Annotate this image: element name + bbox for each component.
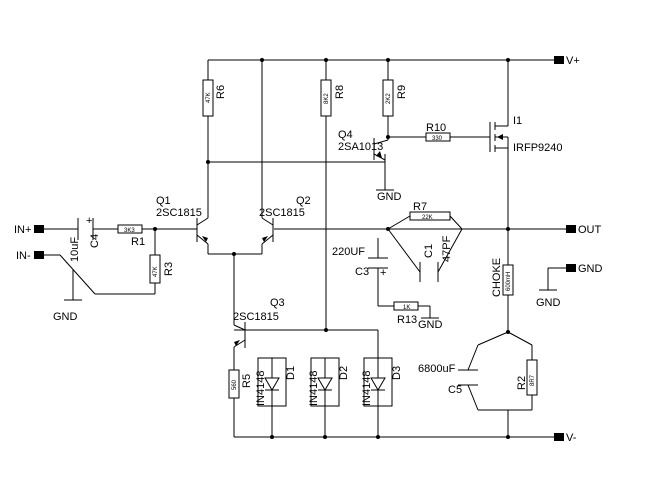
in-plus-terminal: IN+ [14, 224, 44, 236]
r2-ref: R2 [516, 376, 528, 390]
gnd-label-input: GND [53, 311, 78, 323]
mosfet-i1: I1 IRFP9240 [489, 113, 563, 154]
resistor-r10: 330 R10 [425, 122, 451, 142]
q2-ref: Q2 [296, 195, 311, 207]
r7-ref: R7 [413, 201, 427, 213]
resistor-r8: 8K2 R8 [320, 79, 346, 117]
svg-text:+: + [86, 215, 92, 227]
q1-ref: Q1 [156, 195, 171, 207]
r6-ref: R6 [215, 85, 227, 99]
in-minus-terminal: IN- [16, 250, 44, 262]
r9-ref: R9 [396, 85, 408, 99]
choke-gnd-terminal: GND [566, 263, 603, 275]
svg-text:330: 330 [432, 136, 443, 142]
gnd-symbol-input: GND [53, 299, 82, 323]
vplus-terminal: V+ [554, 55, 580, 67]
capacitor-c1: C1 47PF [419, 235, 453, 282]
d3-ref: D3 [391, 366, 403, 380]
svg-text:22K: 22K [422, 215, 433, 221]
svg-text:2K2: 2K2 [386, 93, 392, 104]
capacitor-c5: 6800uF C5 [418, 363, 478, 396]
vminus-label: V- [566, 432, 577, 444]
resistor-r1: 3K3 R1 [117, 224, 145, 248]
capacitor-c3: + 220UF C3 [332, 246, 388, 279]
in-plus-label: IN+ [14, 224, 31, 236]
in-minus-label: IN- [16, 250, 31, 262]
capacitor-c4: + 10uF C4 [69, 215, 101, 262]
r1-ref: R1 [131, 236, 145, 248]
vplus-label: V+ [566, 55, 580, 67]
r13-ref: R13 [397, 314, 417, 326]
choke-label: CHOKE [491, 258, 503, 297]
svg-text:600mH: 600mH [506, 272, 512, 291]
resistor-r3: 47K R3 [149, 254, 175, 284]
i1-ref: I1 [513, 115, 522, 127]
gnd-symbol-choke: GND [536, 289, 561, 309]
junction-dots [153, 58, 510, 439]
q4-ref: Q4 [338, 129, 353, 141]
gnd-symbol-q4: GND [376, 189, 402, 203]
resistor-r9: 2K2 R9 [382, 79, 408, 117]
out-label: OUT [578, 224, 602, 236]
c3-value: 220UF [332, 246, 365, 258]
r10-ref: R10 [426, 122, 446, 134]
q4-part: 2SA1013 [338, 141, 383, 153]
c4-ref: C4 [89, 234, 101, 248]
svg-text:+: + [380, 267, 386, 279]
q1-part: 2SC1815 [156, 207, 202, 219]
transistor-q1: Q1 2SC1815 [156, 195, 209, 245]
diode-d1: IN4148 D1 [255, 357, 297, 407]
resistor-r13: 1K R13 [393, 301, 419, 326]
q2-part: 2SC1815 [259, 207, 305, 219]
vminus-terminal: V- [554, 432, 577, 444]
gnd-symbol-r13: GND [418, 317, 443, 331]
c1-ref: C1 [423, 244, 435, 258]
svg-text:8R7: 8R7 [530, 374, 536, 386]
choke-gnd-terminal-label: GND [578, 263, 603, 275]
r3-ref: R3 [163, 262, 175, 276]
transistor-q4: Q4 2SA1013 [338, 129, 389, 161]
i1-part: IRFP9240 [513, 142, 563, 154]
transistor-q3: Q3 2SC1815 [233, 297, 285, 348]
gnd-label-r13: GND [418, 319, 443, 331]
svg-text:47K: 47K [153, 266, 159, 277]
choke-inductor: 600mH CHOKE [491, 258, 514, 297]
resistor-r2: 8R7 R2 [516, 359, 538, 396]
q3-ref: Q3 [270, 297, 285, 309]
svg-text:3K3: 3K3 [124, 228, 135, 234]
d1-ref: D1 [285, 366, 297, 380]
d1-part: IN4148 [255, 371, 267, 406]
c4-value: 10uF [69, 237, 81, 262]
gnd-label-q4: GND [377, 191, 402, 203]
q3-part: 2SC1815 [233, 311, 279, 323]
resistor-r5: 560 R5 [228, 369, 253, 399]
wires [42, 59, 566, 438]
svg-text:1K: 1K [403, 305, 410, 311]
c5-ref: C5 [448, 384, 462, 396]
out-terminal: OUT [566, 224, 602, 236]
gnd-label-choke: GND [536, 297, 561, 309]
diode-d2: IN4148 D2 [308, 357, 350, 407]
r5-ref: R5 [241, 374, 253, 388]
c1-value: 47PF [441, 235, 453, 262]
svg-text:560: 560 [232, 379, 238, 390]
resistor-r7: 22K R7 [409, 201, 451, 221]
c5-value: 6800uF [418, 363, 456, 375]
r8-ref: R8 [334, 85, 346, 99]
c3-ref: C3 [355, 266, 369, 278]
d3-part: IN4148 [361, 371, 373, 406]
d2-part: IN4148 [308, 371, 320, 406]
diode-d3: IN4148 D3 [361, 357, 403, 407]
d2-ref: D2 [338, 366, 350, 380]
svg-text:47K: 47K [206, 92, 212, 103]
transistor-q2: Q2 2SC1815 [259, 195, 311, 245]
svg-text:8K2: 8K2 [324, 93, 330, 104]
resistor-r6: 47K R6 [202, 79, 227, 117]
